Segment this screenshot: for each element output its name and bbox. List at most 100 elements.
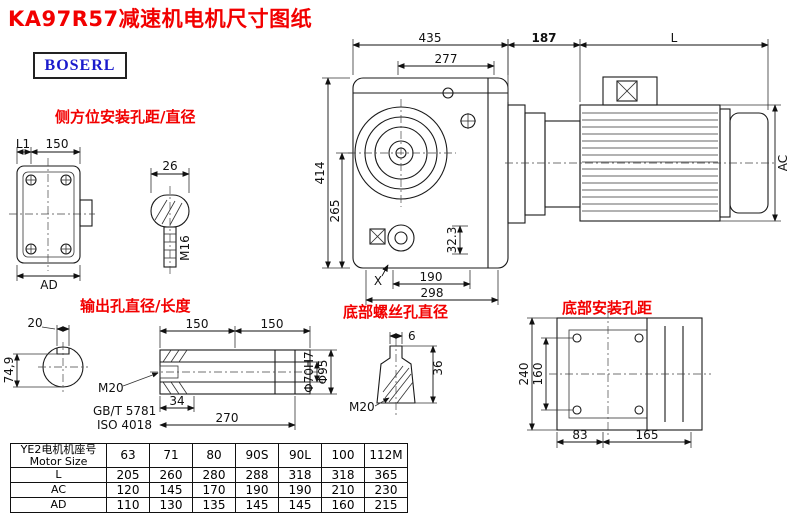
dim-165: 165	[636, 428, 659, 442]
output-shaft-view: 20 74,9 150 150 M20 GB/T 5781 ISO 4018 3…	[2, 316, 337, 432]
table-row-AC: AC 120 145 170 190 190 210 230	[10, 482, 408, 499]
label-bottom-mount: 底部安装孔距	[562, 299, 653, 317]
size-col: 63	[106, 442, 150, 469]
main-gearbox-view: 435 277 414 265 32.3 X 190	[313, 31, 509, 305]
bolt-body	[376, 338, 416, 418]
dim-160: 160	[531, 363, 545, 386]
label-side-mount: 侧方位安装孔距/直径	[55, 108, 196, 126]
motor-view: 187 L AC	[505, 31, 790, 224]
dim-m20-output: M20	[98, 381, 124, 395]
dim-l1: L1	[16, 137, 30, 151]
dim-277: 277	[435, 52, 458, 66]
motor-dimensions: 187 L AC	[507, 31, 790, 222]
output-shaft-dimensions: 20 74,9 150 150 M20 GB/T 5781 ISO 4018 3…	[2, 316, 337, 432]
main-gearbox-dimensions: 435 277 414 265 32.3 X 190	[313, 31, 509, 305]
cell: 280	[192, 467, 236, 484]
size-col: 112M	[364, 442, 408, 469]
std-gb: GB/T 5781	[93, 404, 156, 418]
dim-36: 36	[431, 360, 445, 375]
dim-m20-bolt: M20	[349, 400, 375, 414]
mount-hole-dimensions: 26 M16	[150, 159, 192, 261]
dim-34: 34	[169, 394, 184, 408]
table-header-en: Motor Size	[29, 454, 88, 468]
output-shaft-section	[150, 349, 325, 395]
cell: 318	[321, 467, 365, 484]
table-row-L: L 205 260 280 288 318 318 365	[10, 467, 408, 484]
cell: 190	[278, 482, 322, 499]
dim-74-9: 74,9	[2, 357, 16, 384]
std-iso: ISO 4018	[97, 418, 152, 432]
dim-20: 20	[27, 316, 42, 330]
dim-d95: Φ95	[316, 360, 330, 385]
cell: 365	[364, 467, 408, 484]
motor-size-table: YE2电机机座号 Motor Size 63 71 80 90S 90L 100…	[10, 442, 408, 514]
dim-435: 435	[419, 31, 442, 45]
label-output-hole: 输出孔直径/长度	[80, 297, 191, 315]
dim-83: 83	[572, 428, 587, 442]
side-mount-body	[9, 158, 95, 271]
table-row-AD: AD 110 130 135 145 145 160 215	[10, 497, 408, 514]
cell: 260	[149, 467, 193, 484]
dim-240: 240	[517, 363, 531, 386]
motor-cooling-fins	[582, 112, 718, 212]
dim-m16: M16	[178, 235, 192, 261]
cell: 145	[235, 497, 279, 514]
cell: 230	[364, 482, 408, 499]
row-label: AD	[10, 497, 107, 514]
cell: 160	[321, 497, 365, 514]
bottom-mount-view: 240 160 83 165	[517, 310, 711, 448]
cell: 210	[321, 482, 365, 499]
cell: 215	[364, 497, 408, 514]
dim-l: L	[671, 31, 678, 45]
dim-414: 414	[313, 162, 327, 185]
label-bottom-screw: 底部螺丝孔直径	[343, 303, 449, 321]
bottom-mount-dimensions: 240 160 83 165	[517, 317, 692, 448]
size-col: 90S	[235, 442, 279, 469]
dim-x: X	[374, 274, 382, 288]
size-col: 100	[321, 442, 365, 469]
mount-hole-body	[150, 186, 190, 277]
dim-190: 190	[420, 270, 443, 284]
dim-26: 26	[162, 159, 177, 173]
row-label: L	[10, 467, 107, 484]
cell: 190	[235, 482, 279, 499]
table-row-header: YE2电机机座号 Motor Size 63 71 80 90S 90L 100…	[10, 442, 408, 469]
size-col: 80	[192, 442, 236, 469]
page-title: KA97R57减速机电机尺寸图纸	[8, 7, 313, 31]
dim-6: 6	[408, 329, 416, 343]
bottom-screw-view: 6 36 M20	[349, 329, 445, 418]
bottom-mount-body	[549, 310, 711, 438]
dim-150-a: 150	[186, 317, 209, 331]
cell: 120	[106, 482, 150, 499]
cell: 145	[149, 482, 193, 499]
cell: 135	[192, 497, 236, 514]
dim-265: 265	[328, 200, 342, 223]
main-gearbox-body	[348, 77, 509, 269]
cell: 130	[149, 497, 193, 514]
brand-logo: BOSERL	[33, 52, 127, 79]
cell: 288	[235, 467, 279, 484]
bolt-dimensions: 6 36 M20	[349, 329, 445, 414]
row-label: AC	[10, 482, 107, 499]
cell: 145	[278, 497, 322, 514]
dim-187: 187	[531, 31, 556, 45]
table-header-cn: YE2电机机座号	[20, 443, 97, 456]
cell: 318	[278, 467, 322, 484]
dim-270: 270	[216, 411, 239, 425]
dim-32-3: 32.3	[445, 227, 459, 254]
side-mount-dimensions: L1 150 AD	[16, 137, 81, 292]
motor-body	[505, 76, 777, 224]
terminal-box	[602, 76, 658, 106]
dim-ac: AC	[776, 155, 790, 171]
table-header-cell: YE2电机机座号 Motor Size	[10, 442, 107, 469]
cell: 205	[106, 467, 150, 484]
side-mount-view: L1 150 AD	[9, 137, 95, 292]
cell: 110	[106, 497, 150, 514]
mount-hole-detail: 26 M16	[150, 159, 192, 277]
size-col: 90L	[278, 442, 322, 469]
dim-150-b: 150	[261, 317, 284, 331]
dim-d70h7: Φ70H7	[302, 351, 316, 392]
output-bore-end-view	[38, 342, 88, 392]
dim-150-side: 150	[46, 137, 69, 151]
